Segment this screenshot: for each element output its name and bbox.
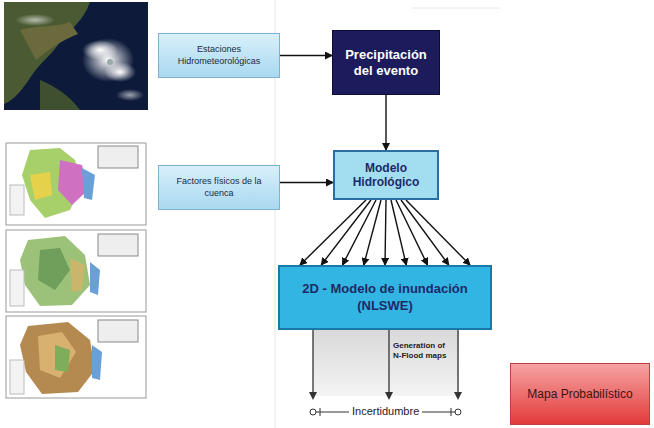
connector-arrow bbox=[280, 55, 332, 56]
connector-arrow bbox=[385, 200, 386, 265]
divider bbox=[412, 8, 500, 9]
source-box: Estaciones Hidrometeorológicas bbox=[158, 33, 280, 78]
satellite-image bbox=[4, 2, 148, 110]
connector-arrow bbox=[321, 200, 371, 265]
process-box: Precipitación del evento bbox=[332, 30, 440, 95]
box-text: Factores físicos de la cuenca bbox=[165, 176, 273, 199]
basin-map bbox=[6, 143, 146, 225]
connector-arrow bbox=[396, 200, 428, 265]
basin-map bbox=[6, 316, 146, 398]
box-text: 2D - Modelo de inundación (NLSWE) bbox=[286, 281, 484, 314]
basin-map bbox=[6, 230, 146, 312]
connector-arrow bbox=[280, 182, 333, 183]
box-text: Modelo Hidrológico bbox=[341, 161, 431, 190]
band-label: Generation of N-Flood maps bbox=[393, 341, 455, 360]
box-text: Precipitación del evento bbox=[339, 47, 433, 78]
model-box: 2D - Modelo de inundación (NLSWE) bbox=[278, 265, 492, 330]
box-text: Mapa Probabilístico bbox=[527, 387, 632, 402]
result-box: Mapa Probabilístico bbox=[510, 363, 650, 425]
process-box: Modelo Hidrológico bbox=[333, 150, 439, 200]
connector-arrow bbox=[343, 200, 377, 265]
connector-arrow bbox=[300, 200, 366, 265]
source-box: Factores físicos de la cuenca bbox=[158, 165, 280, 210]
connector-arrow bbox=[364, 200, 381, 265]
flood-maps-band bbox=[309, 330, 462, 400]
connector-arrow bbox=[385, 95, 386, 150]
connector-arrow bbox=[391, 200, 406, 265]
uncertainty-label: Incertidumbre bbox=[349, 404, 422, 418]
connector-arrow bbox=[401, 200, 449, 265]
box-text: Estaciones Hidrometeorológicas bbox=[165, 44, 273, 67]
connector-arrow bbox=[406, 200, 470, 265]
